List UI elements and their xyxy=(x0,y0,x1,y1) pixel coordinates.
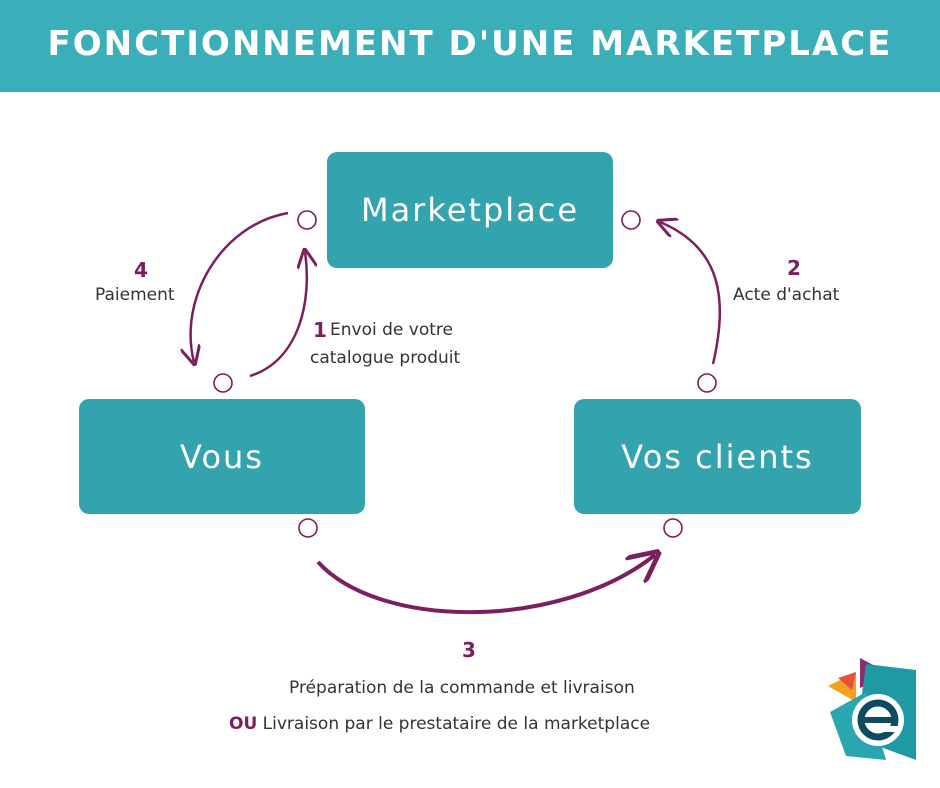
page-title: FONCTIONNEMENT D'UNE MARKETPLACE xyxy=(47,24,893,64)
arrow-step-1 xyxy=(249,252,307,378)
step-1-line-1: Envoi de votre xyxy=(330,320,453,340)
step-3-line-2: OU Livraison par le prestataire de la ma… xyxy=(229,711,650,737)
brand-logo-icon xyxy=(828,658,916,760)
step-1-line-2: catalogue produit xyxy=(310,348,461,368)
step-2-number: 2 xyxy=(787,256,801,280)
step-3-number: 3 xyxy=(462,638,476,662)
connector-dot xyxy=(697,373,717,393)
step-1-number: 1 xyxy=(313,318,327,342)
node-clients-label: Vos clients xyxy=(621,437,814,476)
arrow-step-3 xyxy=(316,555,655,615)
arrow-step-4 xyxy=(191,211,289,362)
step-3-line-1: Préparation de la commande et livraison xyxy=(289,678,635,698)
step-3-alt-text: Livraison par le prestataire de la marke… xyxy=(262,714,651,734)
step-2-line-1: Acte d'achat xyxy=(733,285,840,305)
node-vous: Vous xyxy=(79,399,365,514)
step-4-line-1: Paiement xyxy=(95,285,175,305)
connector-dot xyxy=(297,210,317,230)
step-4-number: 4 xyxy=(134,258,148,282)
node-vous-label: Vous xyxy=(180,437,264,476)
connector-dot xyxy=(298,518,318,538)
connector-dot xyxy=(663,518,683,538)
node-marketplace-label: Marketplace xyxy=(360,191,580,229)
node-marketplace: Marketplace xyxy=(327,152,613,268)
header-banner: FONCTIONNEMENT D'UNE MARKETPLACE xyxy=(0,0,940,92)
node-clients: Vos clients xyxy=(574,399,861,514)
arrow-step-2 xyxy=(660,222,722,365)
connector-dot xyxy=(621,210,641,230)
step-3-alt-prefix: OU xyxy=(229,714,258,734)
connector-dot xyxy=(213,373,233,393)
